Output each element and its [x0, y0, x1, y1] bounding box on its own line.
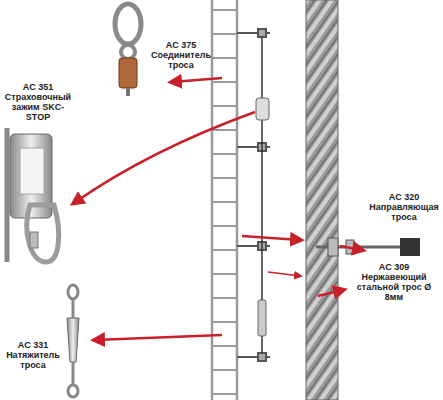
part-name: Натяжитель троса [2, 350, 64, 370]
cable-brackets [237, 29, 270, 361]
ladder [212, 0, 237, 400]
cable-connector [115, 4, 141, 96]
part-name: Направляющая троса [366, 202, 442, 222]
part-number: AC 375 [148, 40, 214, 50]
cable-guide [316, 238, 420, 256]
part-number: AC 309 [348, 262, 440, 272]
part-number: AC 320 [366, 192, 442, 202]
clamp-small [256, 98, 269, 120]
fall-arrester [7, 128, 59, 262]
part-number: AC 351 [0, 82, 76, 92]
part-name: Нержавеющий стальной трос Ø 8мм [348, 272, 440, 302]
tensioner-small [258, 300, 266, 336]
part-name: Страховочный зажим SKC-STOP [0, 92, 76, 122]
part-number: AC 331 [2, 340, 64, 350]
cable-tensioner [67, 285, 79, 397]
steel-cable [306, 0, 338, 400]
pointer-arrows [74, 78, 362, 340]
part-name: Соединитель троса [146, 50, 216, 70]
